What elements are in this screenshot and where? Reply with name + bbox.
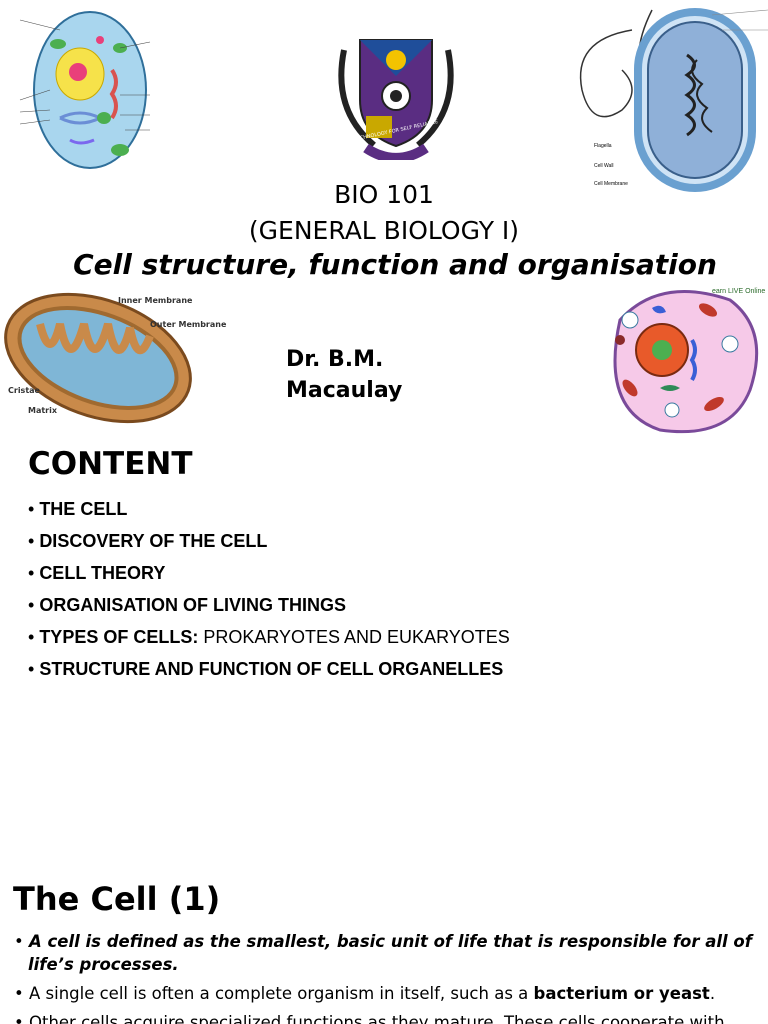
slide-heading: The Cell (1): [13, 880, 221, 918]
list-item: • CELL THEORY: [28, 563, 166, 583]
contents-list: • THE CELL • DISCOVERY OF THE CELL • CEL…: [28, 496, 510, 688]
matrix-label: Matrix: [28, 406, 58, 415]
list-item: • ORGANISATION OF LIVING THINGS: [28, 595, 346, 615]
outer-membrane-label: Outer Membrane: [150, 320, 227, 329]
university-logo: [338, 39, 454, 160]
author-line-1: Dr. B.M.: [286, 347, 384, 372]
list-item: • STRUCTURE AND FUNCTION OF CELL ORGANEL…: [28, 659, 504, 679]
cell-wall-label: Cell Wall: [594, 163, 614, 169]
contents-slide: CONTENT • THE CELL • DISCOVERY OF THE CE…: [0, 436, 768, 856]
mitochondrion-diagram: [4, 292, 192, 424]
course-name: (GENERAL BIOLOGY I): [248, 216, 520, 245]
list-item: • A cell is defined as the smallest, bas…: [14, 932, 752, 974]
course-subtitle: Cell structure, function and organisatio…: [73, 248, 717, 281]
title-slide: TECHNOLOGY FOR SELF RELIANCE Flagella Ce…: [0, 0, 768, 436]
course-code: BIO 101: [334, 180, 434, 209]
cristae-label: Cristae: [8, 386, 40, 395]
list-item: • A single cell is often a complete orga…: [14, 984, 716, 1003]
contents-heading: CONTENT: [28, 446, 193, 482]
list-item: • Other cells acquire specialized functi…: [14, 1013, 725, 1024]
bacterium-diagram: [579, 8, 768, 192]
flagella-label: Flagella: [594, 143, 612, 149]
list-item: • THE CELL: [28, 499, 128, 519]
list-item: • TYPES OF CELLS: PROKARYOTES AND EUKARY…: [28, 627, 510, 647]
the-cell-slide: The Cell (1) • A cell is defined as the …: [0, 856, 768, 1024]
cell-bullet-list: • A cell is defined as the smallest, bas…: [14, 930, 768, 1024]
animal-cell-diagram: [19, 11, 151, 169]
author-name: Dr. B.M. Macaulay: [286, 344, 402, 406]
watermark-text: earn LIVE Online: [712, 288, 766, 295]
author-line-2: Macaulay: [286, 378, 403, 403]
list-item: • DISCOVERY OF THE CELL: [28, 531, 268, 551]
eukaryotic-cell-drawing: [613, 290, 759, 434]
cell-membrane-label: Cell Membrane: [594, 181, 628, 187]
bacteria-labels: Flagella Cell Wall Cell Membrane: [594, 140, 628, 190]
inner-membrane-label: Inner Membrane: [118, 296, 193, 305]
